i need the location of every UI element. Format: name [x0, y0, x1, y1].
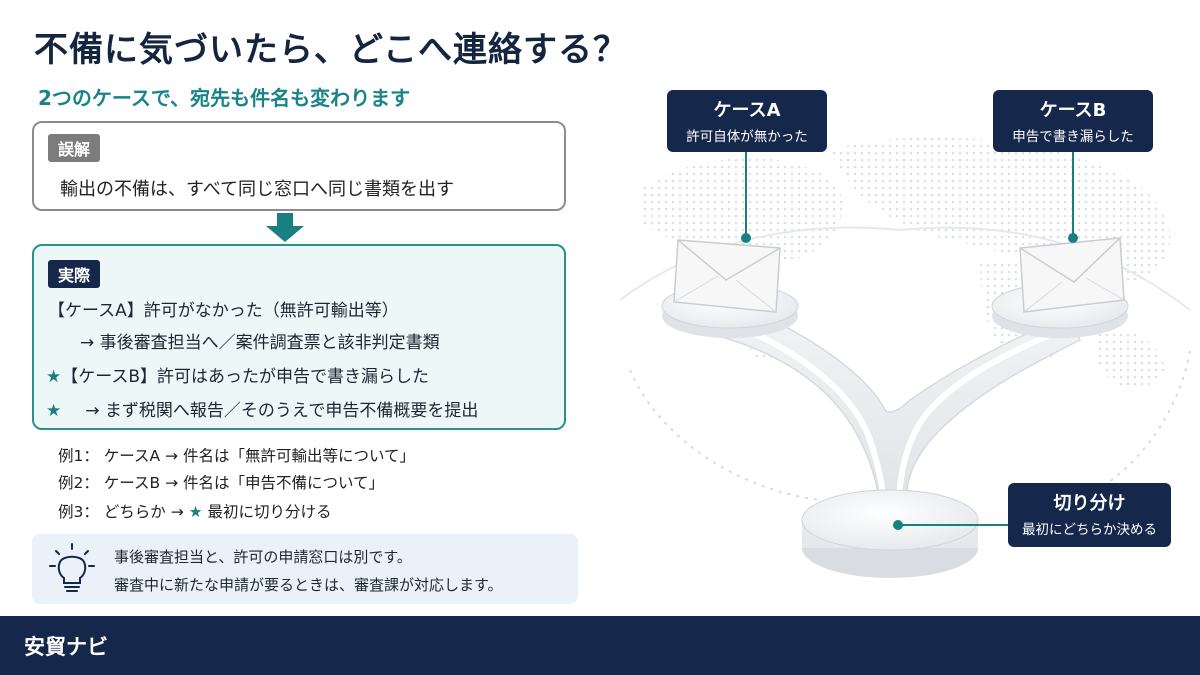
label-split-sub: 最初にどちらか決める [1022, 522, 1157, 538]
star-icon: ★ [46, 367, 62, 387]
footer-bar: 安貿ナビ [0, 616, 1200, 675]
example-3-pre: 例3： どちらか → [58, 503, 189, 521]
label-split-title: 切り分け [1053, 493, 1126, 514]
fact-case-b-text: 【ケースB】許可はあったが申告で書き漏らした [61, 367, 430, 387]
fact-tag: 実際 [48, 260, 101, 288]
example-3: 例3： どちらか → ★ 最初に切り分ける [58, 500, 332, 522]
page-title: 不備に気づいたら、どこへ連絡する？ [34, 30, 628, 70]
envelope-icon [1019, 237, 1125, 313]
myth-box: 誤解 輸出の不備は、すべて同じ窓口へ同じ書類を出す [32, 121, 566, 211]
label-case-a-title: ケースA [713, 100, 781, 121]
star-icon: ★ [46, 401, 62, 421]
fact-case-a: 【ケースA】許可がなかった（無許可輸出等） [48, 301, 399, 321]
fact-case-b-action: ★ → まず税関へ報告／そのうえで申告不備概要を提出 [46, 396, 478, 421]
label-case-b-sub: 申告で書き漏らした [1012, 129, 1134, 145]
label-case-a-sub: 許可自体が無かった [686, 129, 808, 145]
tip-box: 事後審査担当と、許可の申請窓口は別です。 審査中に新たな申請が要るときは、審査課… [32, 534, 578, 604]
fact-case-b-action-text: → まず税関へ報告／そのうえで申告不備概要を提出 [85, 401, 479, 421]
brand-name: 安貿ナビ [24, 635, 108, 659]
label-case-a: ケースA 許可自体が無かった [667, 90, 827, 152]
envelope-icon [673, 239, 781, 313]
myth-text: 輸出の不備は、すべて同じ窓口へ同じ書類を出す [60, 179, 455, 200]
example-3-post: 最初に切り分ける [207, 503, 332, 521]
tip-line-1: 事後審査担当と、許可の申請窓口は別です。 [114, 548, 412, 566]
tip-line-2: 審査中に新たな申請が要るときは、審査課が対応します。 [114, 576, 503, 594]
example-1: 例1： ケースA → 件名は「無許可輸出等について」 [58, 447, 415, 465]
routing-illustration [619, 137, 1191, 578]
label-case-b-title: ケースB [1039, 100, 1107, 121]
myth-tag: 誤解 [48, 134, 101, 162]
star-icon: ★ [188, 503, 203, 521]
example-2: 例2： ケースB → 件名は「申告不備について」 [58, 474, 385, 492]
down-arrow-icon [266, 213, 304, 242]
fact-case-a-action: → 事後審査担当へ／案件調査票と該非判定書類 [80, 333, 440, 353]
label-case-b: ケースB 申告で書き漏らした [993, 90, 1153, 152]
label-split: 切り分け 最初にどちらか決める [1008, 483, 1171, 547]
lightbulb-icon [49, 543, 95, 592]
fact-case-b: ★【ケースB】許可はあったが申告で書き漏らした [46, 362, 429, 387]
page-subtitle: 2つのケースで、宛先も件名も変わります [38, 86, 411, 110]
fact-box: 実際 【ケースA】許可がなかった（無許可輸出等） → 事後審査担当へ／案件調査票… [32, 244, 566, 430]
